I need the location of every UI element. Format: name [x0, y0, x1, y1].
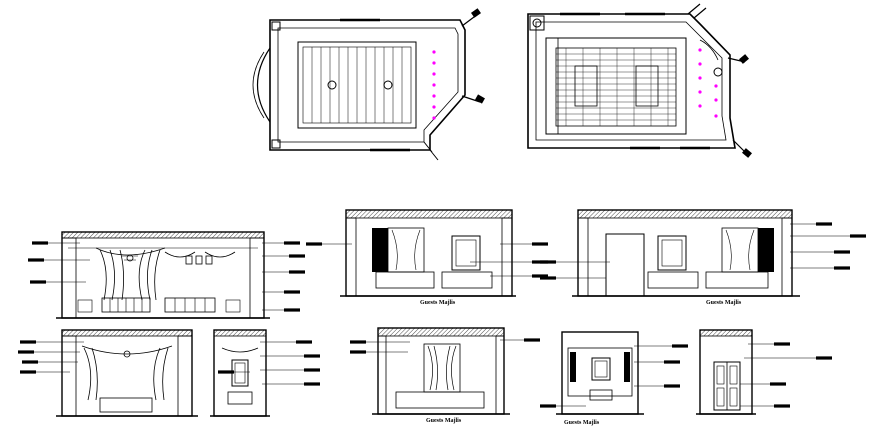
annotation-label-block	[774, 342, 790, 346]
sofa-icon	[395, 391, 485, 409]
annotation-label-block	[540, 404, 556, 408]
magenta-dot-icon	[698, 48, 702, 52]
annotation-label-block	[20, 370, 36, 374]
annotation-label-block	[664, 384, 680, 388]
annotation-label-block	[304, 382, 320, 386]
annotation-label-block	[540, 260, 556, 264]
annotation-leaders	[740, 342, 832, 408]
ceiling-rose-icon	[327, 80, 337, 90]
annotation-label-block	[289, 270, 305, 274]
magenta-dot-icon	[698, 104, 702, 108]
magenta-dot-icon	[698, 76, 702, 80]
annotation-label-block	[816, 222, 832, 226]
annotation-leaders	[540, 222, 866, 280]
magenta-dot-icon	[714, 84, 718, 88]
annotation-label-block	[672, 344, 688, 348]
annotation-label-block	[664, 360, 680, 364]
drawing-caption: Guests Majlis	[564, 420, 600, 426]
ceiling-lights	[698, 48, 718, 118]
ceiling-plan-left	[252, 8, 485, 161]
annotation-leaders	[350, 338, 540, 354]
ceiling-rose-icon	[383, 80, 393, 90]
annotation-label-block	[304, 354, 320, 358]
annotation-label-block	[296, 340, 312, 344]
ceiling-lights	[432, 50, 436, 120]
annotation-label-block	[834, 250, 850, 254]
annotation-label-block	[350, 340, 366, 344]
magenta-dot-icon	[432, 105, 436, 109]
annotation-label-block	[774, 404, 790, 408]
ceiling-slats	[311, 47, 403, 123]
elevation-b: Guests Majlis	[306, 209, 548, 306]
annotation-label-block	[540, 276, 556, 280]
annotation-label-block	[284, 241, 300, 245]
annotation-leaders	[28, 241, 305, 312]
chandelier-icon	[122, 254, 138, 262]
annotation-label-block	[20, 340, 36, 344]
ceiling-plan-right	[527, 3, 752, 158]
annotation-label-block	[834, 266, 850, 270]
chandelier-icon	[123, 350, 131, 358]
annotation-label-block	[532, 242, 548, 246]
annotation-label-block	[218, 370, 234, 374]
annotation-label-block	[524, 338, 540, 342]
sofa-icon	[441, 271, 493, 289]
elevation-c: Guests Majlis	[540, 209, 866, 306]
magenta-dot-icon	[432, 50, 436, 54]
ceiling-slats	[556, 48, 676, 126]
magenta-dot-icon	[432, 72, 436, 76]
magenta-dot-icon	[432, 83, 436, 87]
sofa-icon	[99, 397, 153, 413]
annotation-label-block	[350, 350, 366, 354]
annotation-label-block	[532, 274, 548, 278]
sofa-icon	[164, 297, 216, 313]
curtain-icon	[372, 228, 388, 272]
drawing-caption: Guests Majlis	[420, 300, 456, 306]
annotation-label-block	[32, 241, 48, 245]
annotation-label-block	[304, 368, 320, 372]
annotation-label-block	[306, 242, 322, 246]
annotation-label-block	[18, 350, 34, 354]
elevation-g: Guests Majlis	[540, 331, 688, 426]
door-icon	[605, 233, 645, 297]
annotation-label-block	[816, 356, 832, 360]
magenta-dot-icon	[698, 90, 702, 94]
elevation-h-door	[696, 329, 832, 415]
sofa-icon	[705, 271, 769, 289]
annotation-label-block	[289, 254, 305, 258]
magenta-dot-icon	[714, 114, 718, 118]
annotation-label-block	[22, 360, 38, 364]
elevation-f: Guests Majlis	[350, 327, 540, 424]
elevation-a-large	[28, 231, 305, 319]
annotation-label-block	[850, 234, 866, 238]
magenta-dot-icon	[432, 61, 436, 65]
sofa-icon	[647, 271, 699, 289]
sofa-icon	[101, 297, 151, 313]
annotation-label-block	[30, 280, 46, 284]
elevation-e	[210, 329, 320, 417]
annotation-label-block	[284, 308, 300, 312]
magenta-dot-icon	[714, 98, 718, 102]
annotation-label-block	[770, 382, 786, 386]
magenta-dot-icon	[432, 94, 436, 98]
magenta-dot-icon	[698, 62, 702, 66]
drawing-caption: Guests Majlis	[706, 300, 742, 306]
curtain-icon	[758, 228, 774, 272]
elevation-d	[18, 329, 198, 417]
drawing-caption: Guests Majlis	[426, 418, 462, 424]
annotation-leaders	[218, 340, 320, 386]
magenta-dot-icon	[432, 116, 436, 120]
annotation-label-block	[284, 290, 300, 294]
annotation-leaders	[540, 344, 688, 408]
annotation-leaders	[18, 340, 84, 374]
annotation-label-block	[28, 258, 44, 262]
sofa-icon	[375, 271, 435, 289]
